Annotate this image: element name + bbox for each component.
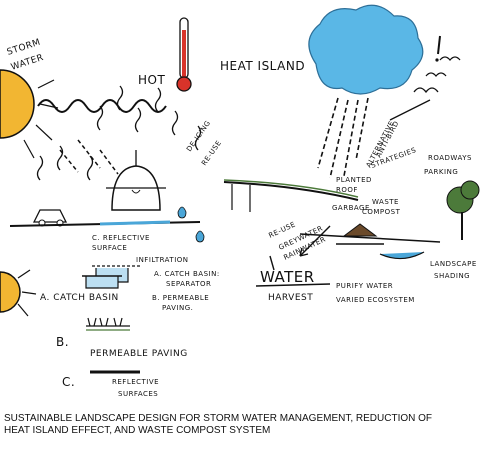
thermometer-icon xyxy=(176,17,192,92)
legend-c-letter: C. xyxy=(62,375,75,389)
legend-b-grass-icon xyxy=(86,317,130,331)
reflective-strip xyxy=(99,220,171,226)
sun-top-left xyxy=(0,69,59,159)
compost-label: COMPOST xyxy=(362,208,401,216)
water-arrows xyxy=(269,225,331,271)
hot-label: HOT xyxy=(138,73,165,87)
water-label: WATER xyxy=(260,268,315,286)
figure-caption: SUSTAINABLE LANDSCAPE DESIGN FOR STORM W… xyxy=(4,413,482,437)
varied-ecosystem-label: VARIED ECOSYSTEM xyxy=(336,296,415,304)
roof-label: ROOF xyxy=(336,186,358,194)
dome-building-icon xyxy=(106,150,166,211)
caption-line-2: HEAT ISLAND EFFECT, AND WASTE COMPOST SY… xyxy=(4,425,271,436)
de-icing-label: DE-ICING xyxy=(185,119,212,153)
storm-wave xyxy=(37,99,167,113)
roadways-label: ROADWAYS xyxy=(428,154,472,162)
c-reflective-label-2: SURFACE xyxy=(92,244,127,252)
legend-a-label: A. CATCH BASIN xyxy=(40,293,119,303)
water-drops xyxy=(177,206,205,243)
purify-water-label: PURIFY WATER xyxy=(336,282,393,290)
planted-label: PLANTED xyxy=(336,176,372,184)
roof-support xyxy=(231,184,251,212)
shading-label: SHADING xyxy=(434,272,470,280)
pond xyxy=(299,233,441,260)
b-permeable-label-2: PAVING. xyxy=(162,304,193,312)
b-permeable-label-1: B. PERMEABLE xyxy=(152,294,209,302)
legend-c-text-1: REFLECTIVE xyxy=(112,378,159,386)
rain-streaks xyxy=(59,139,119,175)
c-reflective-label-1: C. REFLECTIVE xyxy=(92,234,150,242)
car-icon xyxy=(32,209,68,227)
legend-c-text-2: SURFACES xyxy=(118,390,158,398)
parking-label: PARKING xyxy=(424,168,458,176)
landscape-label: LANDSCAPE xyxy=(430,260,477,268)
infiltration-label: INFILTRATION xyxy=(136,256,189,264)
a-catch-basin-label-2: SEPARATOR xyxy=(166,280,211,288)
a-catch-basin-label-1: A. CATCH BASIN: xyxy=(154,270,220,278)
legend-b-text: PERMEABLE PAVING xyxy=(90,349,188,359)
storm-water-label-2: WATER xyxy=(10,53,45,73)
cloud-rain xyxy=(317,97,369,179)
cloud-icon xyxy=(308,4,424,95)
alert-icon xyxy=(435,35,441,62)
compost-pile xyxy=(336,223,384,245)
legend-b-letter: B. xyxy=(56,335,69,349)
waste-label: WASTE xyxy=(372,198,399,206)
planted-roof-green xyxy=(223,179,359,198)
planted-roof xyxy=(223,181,359,201)
caption-line-1: SUSTAINABLE LANDSCAPE DESIGN FOR STORM W… xyxy=(4,413,433,424)
legend-a-basin-icon xyxy=(82,275,122,289)
arrow-to-strategies xyxy=(389,99,431,121)
tree-icon xyxy=(446,180,480,240)
sun-bottom-left xyxy=(0,269,37,317)
harvest-label: HARVEST xyxy=(268,293,313,303)
heat-island-label: HEAT ISLAND xyxy=(220,59,305,73)
water-underline xyxy=(255,283,331,287)
bird-icons xyxy=(413,56,461,94)
reuse-top-label: RE-USE xyxy=(200,139,223,167)
heat-waves xyxy=(36,85,202,181)
garbage-label: GARBAGE xyxy=(332,204,370,212)
